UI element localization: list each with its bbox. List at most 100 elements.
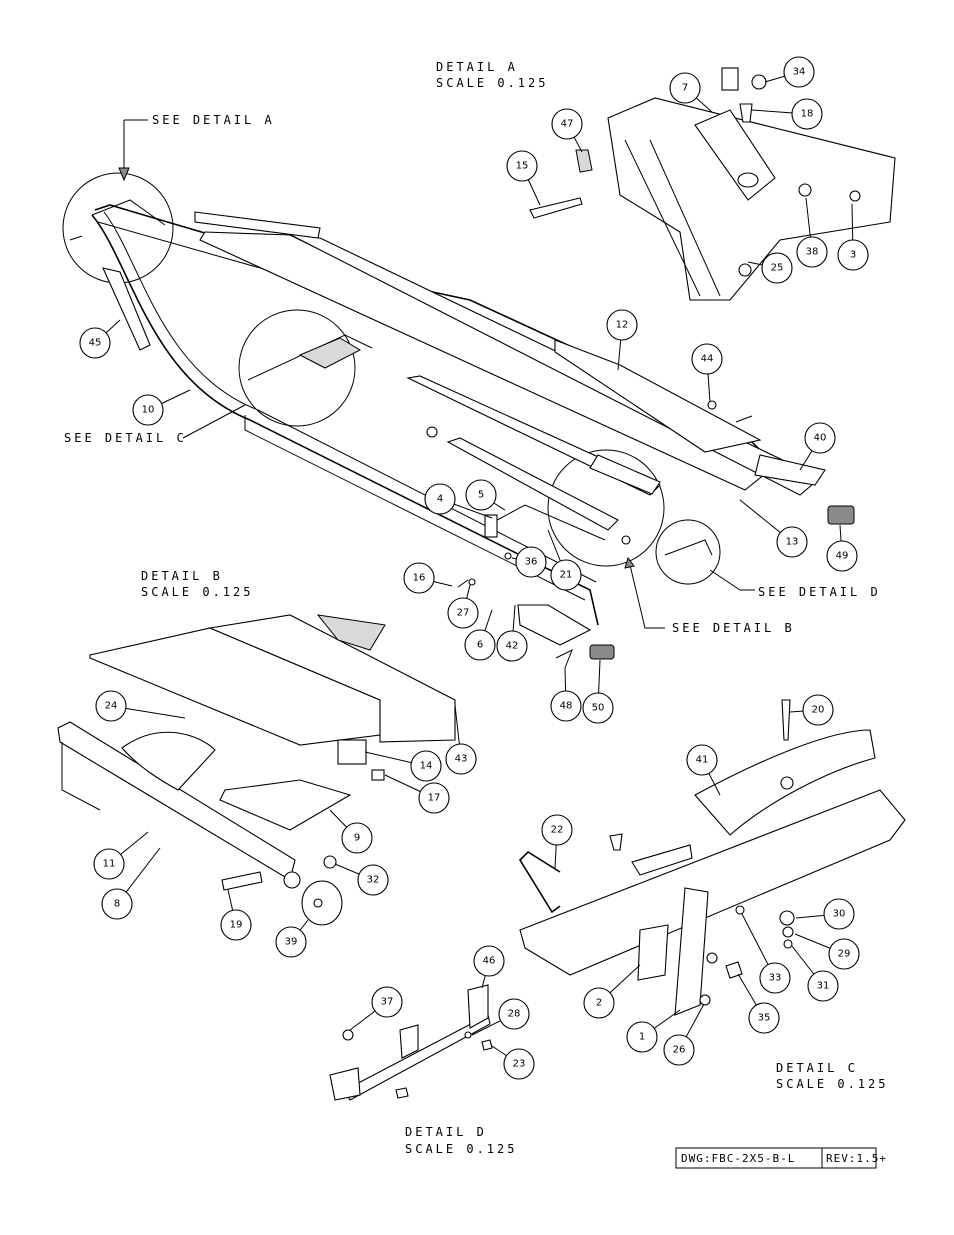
balloon-42: 42: [496, 604, 528, 662]
guide-post-45: [102, 267, 151, 351]
detail-d-guide-lower: [329, 1067, 361, 1101]
detail-a-scale: SCALE 0.125: [436, 76, 548, 90]
balloon-29: 29: [794, 933, 860, 970]
detail-c-guide-1: [674, 887, 709, 1016]
balloon-number-8: 8: [114, 899, 120, 910]
detail-c-hole: [780, 776, 794, 790]
balloon-number-16: 16: [413, 573, 426, 584]
detail-a-post-edge: [624, 139, 701, 297]
balloon-41: 41: [686, 744, 721, 796]
detail-c-bolt: [609, 833, 623, 851]
balloon-circle-24: [95, 690, 127, 722]
balloon-2: 2: [583, 964, 641, 1019]
detail-c-circle: [238, 309, 356, 427]
balloon-11: 11: [93, 831, 149, 880]
balloon-circle-16: [403, 562, 435, 594]
detail-b-scale: SCALE 0.125: [141, 585, 253, 599]
detail-b-title: DETAIL B: [141, 569, 223, 583]
balloon-circle-41: [686, 744, 718, 776]
detail-b-view: [57, 614, 456, 926]
bolt-44: [735, 415, 753, 423]
balloon-circle-23: [503, 1048, 535, 1080]
balloon-number-32: 32: [367, 875, 380, 886]
hardware-washer: [426, 426, 438, 438]
balloon-44: 44: [691, 343, 723, 403]
balloon-circle-42: [496, 630, 528, 662]
balloon-46: 46: [473, 945, 505, 989]
balloon-7: 7: [669, 72, 713, 113]
title-block: DWG:FBC-2X5-B-L REV:1.5+: [675, 1147, 887, 1169]
balloon-47: 47: [551, 108, 583, 153]
balloon-circle-35: [748, 1002, 780, 1034]
detail-b-bolt-17: [371, 769, 385, 781]
balloon-18: 18: [751, 98, 823, 130]
balloon-35: 35: [737, 973, 780, 1034]
see-detail-a-callout: SEE DETAIL A: [152, 113, 275, 127]
detail-b-pin-19: [221, 871, 263, 891]
detail-a-pad-47: [575, 149, 593, 173]
balloon-number-24: 24: [105, 701, 118, 712]
balloon-10: 10: [132, 389, 191, 426]
balloon-number-40: 40: [814, 433, 827, 444]
detail-b-roller-hole: [313, 898, 323, 908]
axle-hub-plate: [484, 514, 498, 538]
balloon-circle-13: [776, 526, 808, 558]
detail-a-post-edge-2: [649, 139, 721, 297]
see-detail-c-callout: SEE DETAIL C: [64, 431, 187, 445]
balloon-43: 43: [445, 704, 477, 775]
detail-c-washer-26: [706, 952, 718, 964]
balloon-25: 25: [747, 252, 793, 284]
balloon-3: 3: [837, 203, 869, 271]
balloon-27: 27: [447, 584, 479, 629]
detail-c-nut-26b: [699, 994, 711, 1006]
balloon-number-39: 39: [285, 937, 298, 948]
balloon-1: 1: [626, 1009, 681, 1053]
balloon-20: 20: [789, 694, 834, 726]
detail-d-washer-28: [464, 1031, 472, 1039]
detail-b-circle: [547, 449, 665, 567]
revision-box: [821, 1147, 877, 1169]
detail-a-tag: [721, 67, 739, 91]
detail-d-screw-23: [481, 1039, 493, 1051]
detail-b-frame-rail: [57, 721, 296, 881]
balloon-15: 15: [506, 150, 541, 206]
detail-b-roller: [121, 731, 216, 791]
balloon-circle-14: [410, 750, 442, 782]
detail-c-lockwasher-29: [782, 926, 794, 938]
tail-light-49: [827, 505, 855, 525]
detail-c-plate-2: [637, 924, 669, 981]
balloon-34: 34: [764, 56, 815, 88]
detail-d-view: [329, 984, 493, 1101]
balloon-circle-25: [761, 252, 793, 284]
bolt-16: [457, 579, 469, 588]
balloon-circle-46: [473, 945, 505, 977]
balloon-circle-28: [498, 998, 530, 1030]
hardware-washer-27: [468, 578, 476, 586]
leader-see-detail-c: [182, 404, 246, 439]
balloon-33: 33: [741, 913, 791, 994]
balloon-9: 9: [329, 809, 373, 854]
balloon-number-20: 20: [812, 705, 825, 716]
detail-a-bolt-15: [529, 197, 583, 219]
balloon-circle-20: [802, 694, 834, 726]
balloon-45: 45: [79, 319, 121, 359]
bunk-board-left: [199, 231, 772, 491]
balloon-48: 48: [550, 667, 582, 722]
detail-d-nut-37: [342, 1029, 354, 1041]
axle-bunk-lower: [446, 437, 619, 531]
balloon-circle-33: [759, 962, 791, 994]
balloon-31: 31: [791, 945, 839, 1002]
balloon-number-45: 45: [89, 338, 102, 349]
balloon-30: 30: [795, 898, 855, 930]
balloon-circle-9: [341, 822, 373, 854]
balloon-number-22: 22: [551, 825, 564, 836]
balloon-number-9: 9: [354, 833, 360, 844]
see-detail-b-callout: SEE DETAIL B: [672, 621, 795, 635]
balloon-13: 13: [739, 499, 808, 558]
bunk-end-40: [754, 454, 826, 486]
revision: REV:1.5+: [826, 1152, 887, 1165]
detail-a-inset-bolt: [69, 235, 83, 241]
balloon-circle-3: [837, 239, 869, 271]
detail-c-bolt-33: [735, 905, 745, 915]
balloon-number-41: 41: [696, 755, 709, 766]
